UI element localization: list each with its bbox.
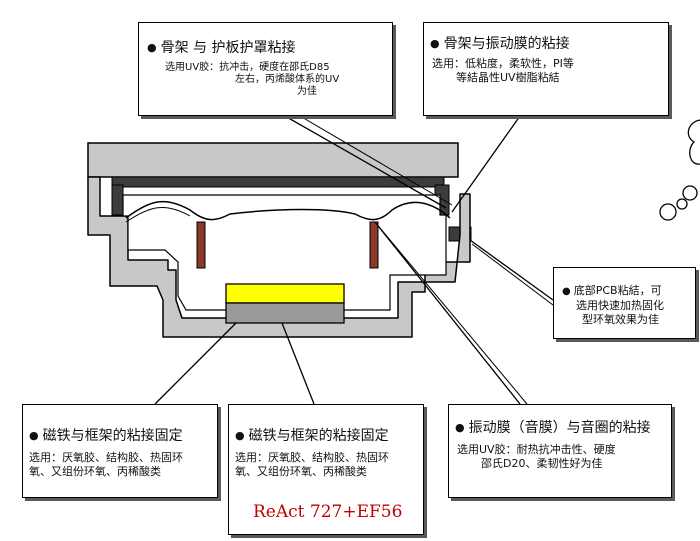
leader-diaphragm-coil <box>374 221 521 405</box>
magnet-base <box>225 302 345 324</box>
magnet-top-plate <box>225 283 345 304</box>
diaphragm-lower <box>125 206 191 223</box>
frame-dark-left <box>111 184 124 216</box>
callout-frame-cover-line2: 左右，丙烯酸体系的UV <box>235 74 340 85</box>
callout-magnet-right-title: ●磁铁与框架的粘接固定 <box>235 428 389 444</box>
callout-frame-cover-line3: 为佳 <box>297 86 317 97</box>
leader-frame-cover-2 <box>299 115 453 206</box>
thought-bubble-small <box>659 203 677 221</box>
callout-magnet-right: ●磁铁与框架的粘接固定 选用：厌氧胶、结构胶、热固环 氧、又组份环氧、丙稀酸类 … <box>228 404 424 535</box>
callout-magnet-left: ●磁铁与框架的粘接固定 选用：厌氧胶、结构胶、热固环 氧、又组份环氧、丙稀酸类 <box>22 404 218 498</box>
callout-magnet-left-line1: 选用：厌氧胶、结构胶、热固环 <box>29 451 183 464</box>
bullet-icon: ● <box>147 41 157 54</box>
leader-pcb <box>469 239 554 301</box>
bullet-icon: ● <box>562 286 571 297</box>
thought-bubble-mid <box>682 185 698 201</box>
leader-diaphragm-coil-2 <box>379 227 528 405</box>
callout-magnet-left-line2: 氧、又组份环氧、丙稀酸类 <box>29 465 161 478</box>
leader-magnet-left <box>154 322 237 405</box>
callout-frame-diaphragm: ●骨架与振动膜的粘接 选用：低粘度，柔软性，PI等 等結晶性UV樹脂粘結 <box>423 22 669 116</box>
callout-magnet-right-line2: 氧、又组份环氧、丙稀酸类 <box>235 465 367 478</box>
bullet-icon: ● <box>29 429 39 442</box>
thought-bubble-tiny <box>676 198 688 210</box>
voice-coil-right <box>369 221 379 269</box>
product-name: ReAct 727+EF56 <box>253 502 403 522</box>
callout-frame-cover: ●骨架 与 护板护罩粘接 选用UV胶：抗冲击，硬度在邵氏D85 左右，丙烯酸体系… <box>138 22 393 116</box>
callout-frame-cover-line1: 选用UV胶：抗冲击，硬度在邵氏D85 <box>165 62 330 73</box>
callout-frame-cover-title: ●骨架 与 护板护罩粘接 <box>147 40 296 56</box>
bullet-icon: ● <box>235 429 245 442</box>
frame-dark-top <box>111 176 445 188</box>
voice-coil-left <box>196 221 206 269</box>
callout-diaphragm-coil-line1: 选用UV胶：耐热抗冲击性、硬度 <box>457 443 616 456</box>
top-cover-plate <box>87 142 459 178</box>
leader-magnet-right <box>281 322 315 405</box>
callout-diaphragm-coil-line2: 邵氏D20、柔韧性好为佳 <box>481 457 603 470</box>
diaphragm <box>125 200 451 221</box>
callout-pcb-line1: ●底部PCB粘結，可 <box>562 284 662 297</box>
leader-frame-cover <box>284 115 447 209</box>
callout-magnet-left-title: ●磁铁与框架的粘接固定 <box>29 428 183 444</box>
callout-pcb-line3: 型环氧效果为佳 <box>582 313 659 326</box>
leader-pcb-2 <box>471 243 554 306</box>
callout-frame-diaphragm-line1: 选用：低粘度，柔软性，PI等 <box>432 57 574 70</box>
callout-pcb-line2: 选用快速加热固化 <box>576 299 664 312</box>
leader-frame-diaphragm <box>451 115 521 213</box>
callout-frame-diaphragm-title: ●骨架与振动膜的粘接 <box>430 36 570 52</box>
thought-bubble-large <box>687 119 700 165</box>
callout-magnet-right-line1: 选用：厌氧胶、结构胶、热固环 <box>235 451 389 464</box>
bullet-icon: ● <box>430 37 440 50</box>
housing-body <box>87 176 471 338</box>
callout-frame-diaphragm-line2: 等結晶性UV樹脂粘結 <box>456 71 560 84</box>
callout-diaphragm-coil: ●振动膜（音膜）与音圈的粘接 选用UV胶：耐热抗冲击性、硬度 邵氏D20、柔韧性… <box>448 404 672 498</box>
bullet-icon: ● <box>455 421 465 434</box>
callout-pcb: ●底部PCB粘結，可 选用快速加热固化 型环氧效果为佳 <box>553 267 696 339</box>
callout-diaphragm-coil-title: ●振动膜（音膜）与音圈的粘接 <box>455 420 651 436</box>
